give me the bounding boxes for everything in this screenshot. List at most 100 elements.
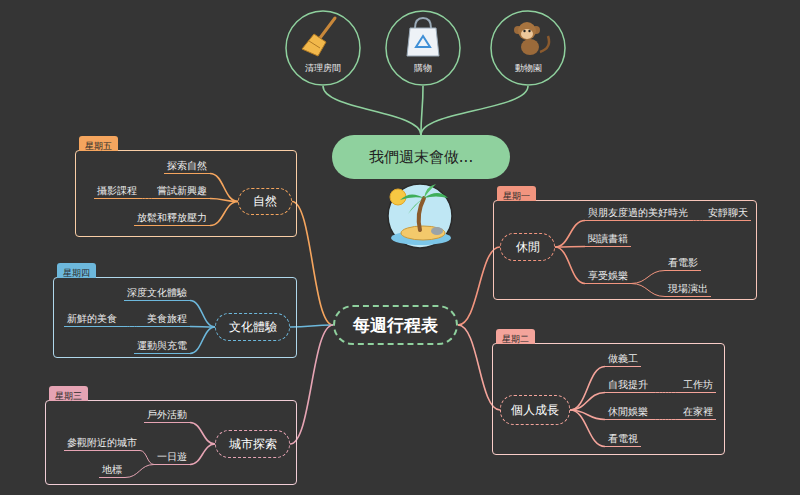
node-label: 星期五 <box>85 141 112 151</box>
monkey-tail <box>540 36 549 52</box>
node-label: 星期二 <box>502 334 529 344</box>
node-label: 在家裡 <box>683 406 713 417</box>
rock <box>431 227 443 235</box>
monkey-face <box>521 29 533 39</box>
node-label: 做義工 <box>608 353 638 364</box>
leaf-item: 放鬆和釋放壓力 <box>134 210 210 226</box>
branch-node: 文化體驗 <box>215 313 290 341</box>
node-label: 與朋友度過的美好時光 <box>588 207 688 218</box>
leaf-item: 攝影課程 <box>94 183 140 199</box>
node-label: 星期三 <box>55 391 82 401</box>
node-label: 放鬆和釋放壓力 <box>137 212 207 223</box>
branch-connector <box>570 367 605 411</box>
topic-circle: 清理房間 <box>285 10 361 86</box>
leaf-item: 探索自然 <box>164 158 210 174</box>
branch-connector <box>691 220 705 221</box>
leaf-item: 享受娛樂 <box>585 268 631 284</box>
node-label: 戶外活動 <box>147 409 187 420</box>
branch-connector <box>210 202 238 226</box>
node-label: 探索自然 <box>167 160 207 171</box>
circle-outline <box>490 10 566 86</box>
island-illustration <box>388 184 452 248</box>
node-label: 清理房間 <box>305 63 341 74</box>
leaf-item: 休閒娛樂 <box>605 404 651 420</box>
branch-connector <box>421 86 528 135</box>
node-label: 一日遊 <box>157 451 187 462</box>
monkey-body <box>521 39 539 55</box>
node-label: 工作坊 <box>683 379 713 390</box>
palm-leaf <box>408 198 424 214</box>
node-label: 每週行程表 <box>353 314 438 337</box>
day-tab: 星期一 <box>497 186 536 201</box>
leaf-item: 工作坊 <box>680 377 716 393</box>
leaf-item: 閱讀書籍 <box>585 231 631 247</box>
monkey-icon <box>514 22 549 55</box>
leaf-item: 深度文化體驗 <box>124 285 190 301</box>
broom-head <box>302 34 326 56</box>
branch-connector <box>190 327 215 354</box>
branch-connector <box>555 247 585 284</box>
broom-stripe <box>309 41 320 48</box>
branch-node: 城市探索 <box>215 430 290 458</box>
palm-leaf <box>424 184 436 198</box>
leaf-item: 自我提升 <box>605 377 651 393</box>
leaf-item: 嘗試新興趣 <box>154 183 210 199</box>
circle-outline <box>491 11 565 85</box>
day-panel: 城市探索戶外活動一日遊參觀附近的城市地標星期三 <box>45 400 297 485</box>
node-label: 享受娛樂 <box>588 270 628 281</box>
branch-connector <box>631 284 665 297</box>
branch-connector <box>140 198 154 199</box>
island-sky <box>388 184 452 248</box>
branch-connector <box>458 325 500 410</box>
sand <box>401 226 445 240</box>
node-label: 休閒 <box>516 239 540 256</box>
branch-connector <box>651 392 680 393</box>
central-topic: 每週行程表 <box>333 305 458 345</box>
day-panel: 文化體驗深度文化體驗美食旅程新鮮的美食運動與充電星期四 <box>53 277 297 358</box>
recycle-mark <box>416 36 430 47</box>
palm-leaf <box>400 194 424 200</box>
day-panel: 休閒與朋友度過的美好時光安靜聊天閱讀書籍享受娛樂看電影現場演出星期一 <box>493 200 757 300</box>
broom-handle <box>320 18 335 38</box>
day-tab: 星期二 <box>496 329 535 344</box>
node-label: 購物 <box>414 63 432 74</box>
branch-connector <box>190 301 215 328</box>
bag-body <box>407 28 439 56</box>
node-label: 參觀附近的城市 <box>67 437 137 448</box>
branch-connector <box>421 86 423 135</box>
branch-connector <box>120 326 144 327</box>
topic-circle: 動物園 <box>490 10 566 86</box>
branch-connector <box>190 423 215 445</box>
node-label: 嘗試新興趣 <box>157 185 207 196</box>
leaf-item: 地標 <box>99 462 125 478</box>
node-label: 文化體驗 <box>229 319 277 336</box>
monkey-eye <box>523 30 525 32</box>
branch-connector <box>190 444 215 465</box>
leaf-item: 安靜聊天 <box>705 205 751 221</box>
leaf-item: 運動與充電 <box>134 338 190 354</box>
circle-outline <box>285 10 361 86</box>
node-label: 我們週末會做... <box>369 148 473 167</box>
broom-icon <box>302 18 335 56</box>
palm-trunk <box>419 198 424 230</box>
day-tab: 星期四 <box>57 263 96 278</box>
day-panel: 自然探索自然嘗試新興趣攝影課程放鬆和釋放壓力星期五 <box>75 150 297 237</box>
sun <box>390 189 406 205</box>
branch-connector <box>651 419 680 420</box>
node-label: 深度文化體驗 <box>127 287 187 298</box>
branch-connector <box>570 410 605 447</box>
node-label: 看電影 <box>668 257 698 268</box>
branch-connector <box>555 221 585 248</box>
circle-outline <box>385 10 461 86</box>
node-label: 自我提升 <box>608 379 648 390</box>
palm-leaf <box>424 193 448 198</box>
branch-connector <box>125 465 154 478</box>
monkey-head <box>518 22 536 40</box>
node-label: 自然 <box>253 193 277 210</box>
branch-connector <box>210 199 238 202</box>
leaf-item: 做義工 <box>605 351 641 367</box>
branch-connector <box>210 174 238 202</box>
node-label: 星期四 <box>63 268 90 278</box>
